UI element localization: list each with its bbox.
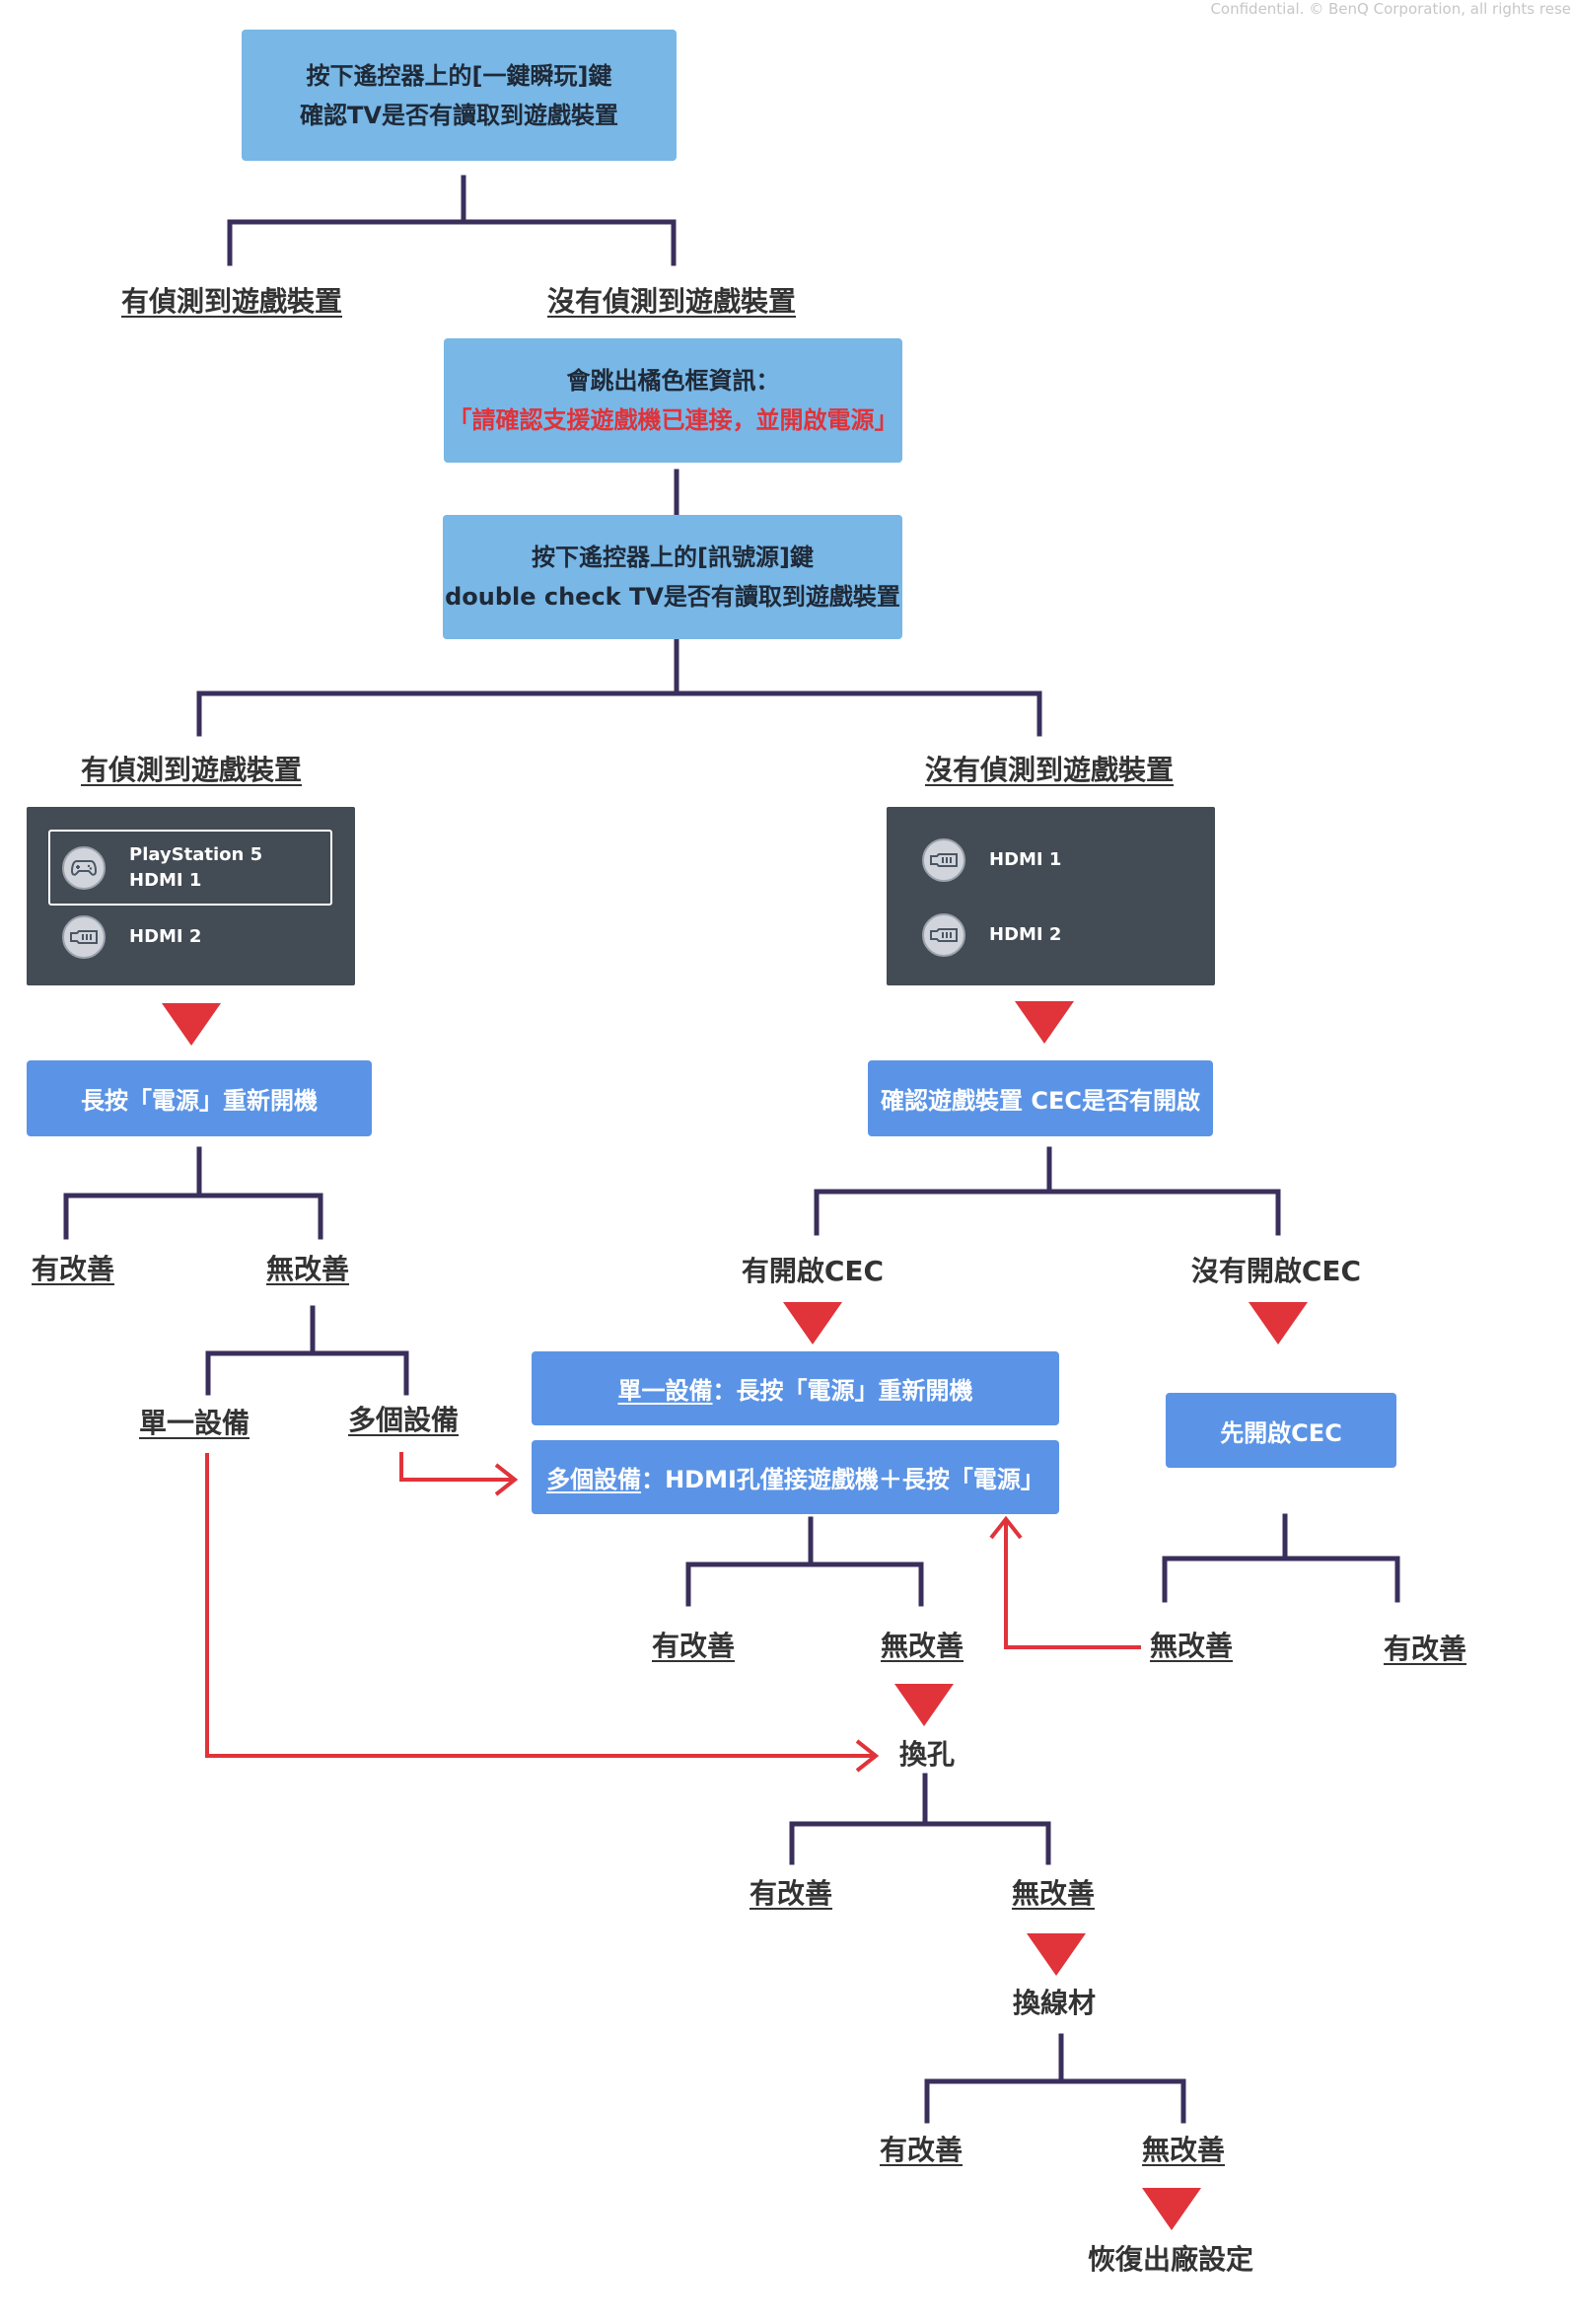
center-result-improved: 有改善 bbox=[651, 1630, 736, 1662]
top-instruction-line2: 確認TV是否有讀取到遊戲裝置 bbox=[300, 101, 618, 129]
enable-cec-label: 先開啟CEC bbox=[1220, 1418, 1342, 1447]
source-key-box: 按下遙控器上的[訊號源]鍵 double check TV是否有讀取到遊戲裝置 bbox=[443, 515, 902, 639]
connector-cec-result-split bbox=[1162, 1513, 1400, 1603]
connector-cec-split bbox=[814, 1146, 1281, 1236]
device-name: PlayStation 5 bbox=[129, 844, 263, 865]
single-device-action-box: 單一設備：長按「電源」重新開機 bbox=[532, 1351, 1059, 1425]
single-device-label: 單一設備 bbox=[138, 1407, 250, 1439]
device-port: HDMI 1 bbox=[129, 870, 202, 891]
multi-device-action-box: 多個設備：HDMI孔僅接遊戲機＋長按「電源」 bbox=[532, 1440, 1059, 1514]
down-triangle bbox=[894, 1684, 954, 1726]
device-hdmi2-row: HDMI 2 bbox=[922, 913, 1061, 957]
check-cec-box: 確認遊戲裝置 CEC是否有開啟 bbox=[868, 1060, 1213, 1136]
swap-cable-label: 換線材 bbox=[1012, 1987, 1097, 2019]
connector-left-action-split bbox=[63, 1146, 323, 1240]
down-triangle bbox=[1249, 1302, 1308, 1344]
device-playstation-row: PlayStation 5 HDMI 1 bbox=[62, 842, 262, 894]
connector-center-result-split bbox=[685, 1516, 924, 1607]
single-device-text: ：長按「電源」重新開機 bbox=[712, 1377, 973, 1405]
multi-device-text: ：HDMI孔僅接遊戲機＋長按「電源」 bbox=[641, 1466, 1044, 1493]
swap-cable-improved: 有改善 bbox=[879, 2134, 964, 2166]
arrow-single-to-swap bbox=[205, 1453, 874, 1758]
down-triangle bbox=[1027, 1933, 1086, 1976]
down-triangle bbox=[783, 1302, 842, 1344]
selected-device-frame bbox=[48, 830, 332, 906]
hdmi-icon bbox=[922, 838, 965, 882]
long-press-power-box: 長按「電源」重新開機 bbox=[27, 1060, 372, 1136]
left-result-improved: 有改善 bbox=[31, 1253, 115, 1285]
left-result-not-improved: 無改善 bbox=[265, 1253, 350, 1285]
single-device-prefix: 單一設備 bbox=[617, 1377, 713, 1405]
factory-reset-label: 恢復出廠設定 bbox=[1087, 2243, 1254, 2276]
top-instruction-line1: 按下遙控器上的[一鍵瞬玩]鍵 bbox=[306, 61, 612, 90]
device-port: HDMI 1 bbox=[989, 849, 1062, 870]
down-triangle bbox=[1015, 1001, 1074, 1044]
single-device-action-label: 單一設備：長按「電源」重新開機 bbox=[618, 1371, 973, 1406]
source-key-line2: double check TV是否有讀取到遊戲裝置 bbox=[445, 583, 900, 611]
orange-frame-line2: 「請確認支援遊戲機已連接，並開啟電源」 bbox=[448, 406, 898, 434]
device-hdmi1-row: HDMI 1 bbox=[922, 838, 1061, 882]
long-press-power-label: 長按「電源」重新開機 bbox=[81, 1087, 318, 1115]
source-key-line1: 按下遙控器上的[訊號源]鍵 bbox=[532, 544, 814, 571]
multi-device-action-label: 多個設備：HDMI孔僅接遊戲機＋長按「電源」 bbox=[546, 1460, 1044, 1494]
top-instruction-box: 按下遙控器上的[一鍵瞬玩]鍵 確認TV是否有讀取到遊戲裝置 bbox=[242, 30, 677, 161]
device-hdmi2-row: HDMI 2 bbox=[62, 915, 201, 959]
swap-port-not-improved: 無改善 bbox=[1011, 1877, 1096, 1910]
check-cec-label: 確認遊戲裝置 CEC是否有開啟 bbox=[881, 1087, 1200, 1115]
multiple-devices-label: 多個設備 bbox=[347, 1404, 460, 1436]
center-result-not-improved: 無改善 bbox=[880, 1630, 964, 1662]
device-port: HDMI 2 bbox=[129, 926, 202, 947]
swap-port-improved: 有改善 bbox=[749, 1877, 833, 1910]
enable-cec-box: 先開啟CEC bbox=[1166, 1393, 1396, 1468]
cec-off-label: 沒有開啟CEC bbox=[1190, 1255, 1362, 1287]
cec-on-label: 有開啟CEC bbox=[741, 1255, 885, 1287]
swap-port-label: 換孔 bbox=[898, 1738, 956, 1771]
arrow-multi-to-box bbox=[399, 1452, 513, 1482]
connector-swap-cable-split bbox=[924, 2033, 1186, 2124]
device-port: HDMI 2 bbox=[989, 924, 1062, 945]
top-branch-detected: 有偵測到遊戲裝置 bbox=[120, 285, 343, 318]
undetected-devices-panel: HDMI 1 HDMI 2 bbox=[887, 807, 1215, 985]
orange-frame-info-box: 會跳出橘色框資訊： 「請確認支援遊戲機已連接，並開啟電源」 bbox=[444, 338, 902, 463]
connector-device-split bbox=[205, 1305, 409, 1396]
detected-devices-panel: PlayStation 5 HDMI 1 HDMI 2 bbox=[27, 807, 355, 985]
down-triangle bbox=[1142, 2188, 1201, 2230]
down-triangle bbox=[162, 1003, 221, 1046]
second-branch-not-detected: 沒有偵測到遊戲裝置 bbox=[924, 754, 1175, 786]
gamepad-icon bbox=[62, 846, 106, 890]
cec-result-improved: 有改善 bbox=[1383, 1633, 1467, 1665]
connector-source-split bbox=[196, 638, 1042, 737]
confidential-notice: Confidential. © BenQ Corporation, all ri… bbox=[1210, 0, 1571, 18]
connector-swap-port-split bbox=[789, 1773, 1051, 1865]
hdmi-icon bbox=[62, 915, 106, 959]
cec-result-not-improved: 無改善 bbox=[1149, 1630, 1234, 1662]
second-branch-detected: 有偵測到遊戲裝置 bbox=[80, 754, 303, 786]
hdmi-icon bbox=[922, 913, 965, 957]
arrow-cec-to-multi bbox=[1004, 1521, 1141, 1649]
orange-frame-line1: 會跳出橘色框資訊： bbox=[566, 367, 780, 395]
connector-top-split bbox=[227, 175, 677, 266]
multi-device-prefix: 多個設備 bbox=[546, 1466, 642, 1493]
top-branch-not-detected: 沒有偵測到遊戲裝置 bbox=[546, 285, 797, 318]
swap-cable-not-improved: 無改善 bbox=[1141, 2134, 1226, 2166]
